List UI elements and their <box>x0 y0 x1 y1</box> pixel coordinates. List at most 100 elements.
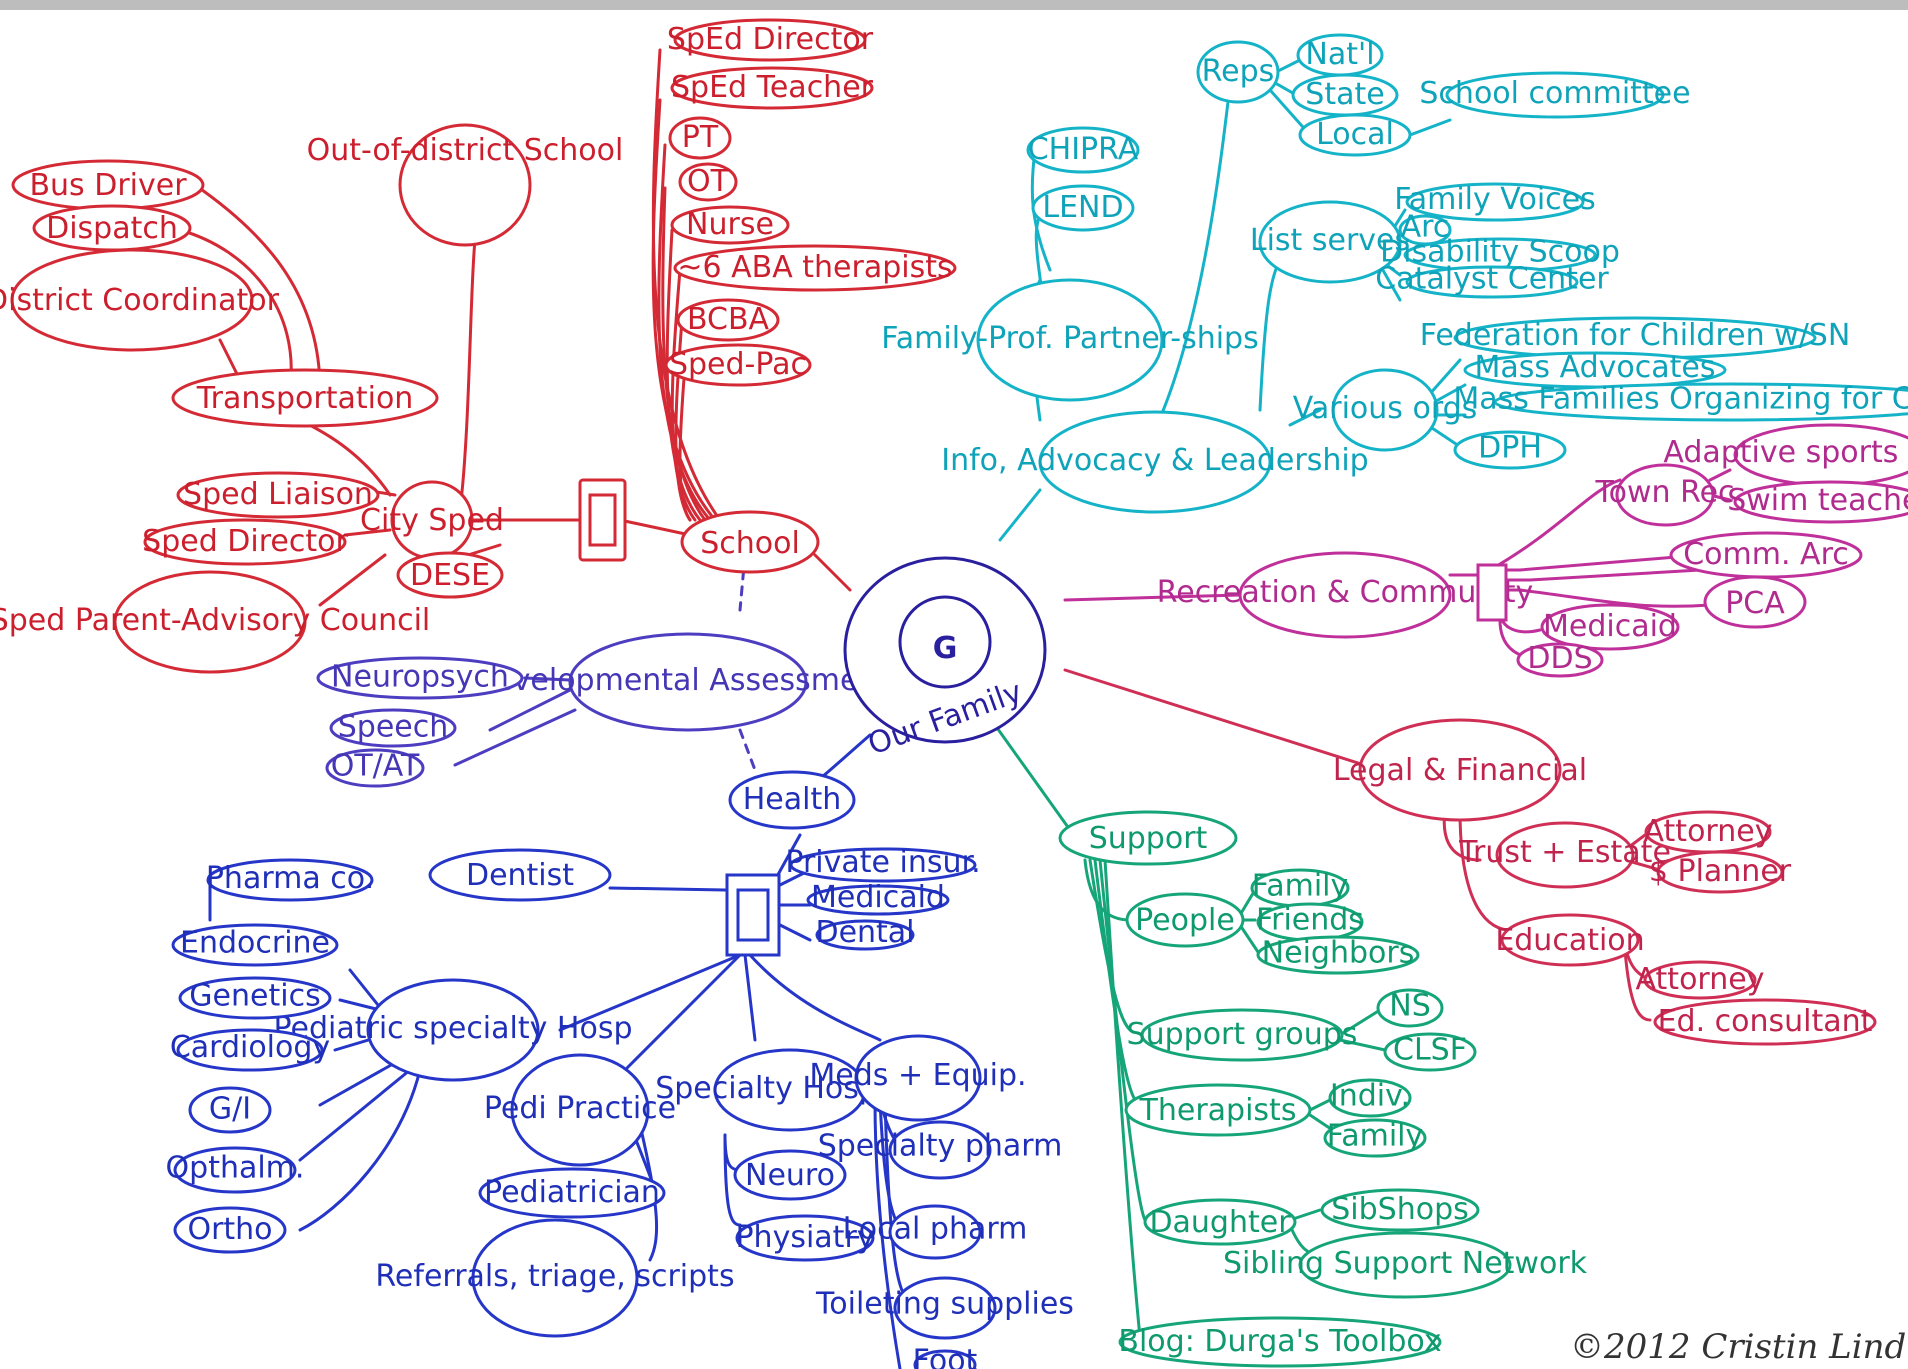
therapist-item-1[interactable] <box>1323 1118 1427 1158</box>
transportation-label: Transportation <box>196 381 414 416</box>
node-trust[interactable] <box>1495 821 1635 889</box>
school-staff-item-6[interactable] <box>676 298 780 342</box>
node-medicaid-rec[interactable] <box>1540 603 1680 651</box>
top-bar <box>0 0 1908 10</box>
list-serve-item-0[interactable] <box>1405 182 1585 222</box>
school-staff-item-label: Sped-Pac <box>669 347 807 382</box>
org-item-label: Federation for Children w/SN <box>1420 318 1851 353</box>
node-pediatrician[interactable] <box>478 1167 666 1219</box>
school-staff-item-label: Nurse <box>686 207 774 242</box>
node-transportation[interactable] <box>171 368 439 428</box>
node-sped-liaison[interactable] <box>176 471 380 519</box>
school-staff-item-5[interactable] <box>673 244 957 292</box>
node-recreation[interactable] <box>1238 551 1452 639</box>
org-item-3[interactable] <box>1453 430 1567 470</box>
insurance-item-label: Medicaid <box>811 880 945 915</box>
reps-label: Reps <box>1202 54 1275 89</box>
therapist-item-0[interactable] <box>1328 1078 1412 1118</box>
node-sibling-network[interactable] <box>1298 1231 1512 1299</box>
school-staff-item-7[interactable] <box>664 343 812 387</box>
assessment-item-1[interactable] <box>329 708 457 748</box>
node-town-rec[interactable] <box>1615 463 1715 527</box>
node-local[interactable] <box>1298 113 1412 157</box>
meds-item-2[interactable] <box>893 1276 997 1340</box>
node-support[interactable] <box>1058 810 1238 866</box>
node-school[interactable] <box>680 510 820 574</box>
node-list-serves[interactable] <box>1258 200 1402 284</box>
node-g <box>898 595 992 689</box>
hospital-item-5[interactable] <box>173 1206 287 1254</box>
node-dds[interactable] <box>1516 642 1604 678</box>
sibling-network-label: Sibling Support Network <box>1223 1246 1588 1281</box>
support-group-item-1[interactable] <box>1383 1032 1477 1072</box>
node-info-advocacy[interactable] <box>1038 410 1272 514</box>
node-sibshops[interactable] <box>1320 1188 1480 1232</box>
node-school-committee[interactable] <box>1445 71 1665 119</box>
node-reps[interactable] <box>1196 40 1280 104</box>
node-dentist[interactable] <box>428 848 612 902</box>
node-attorney-2[interactable] <box>1643 960 1757 1000</box>
assessment-item-label: Neuropsych <box>331 659 509 694</box>
hospital-item-0[interactable] <box>171 923 339 967</box>
insurance-item-0[interactable] <box>789 847 977 883</box>
node-neuro[interactable] <box>733 1149 847 1201</box>
assessment-item-0[interactable] <box>316 656 524 700</box>
trust-label: Trust + Estate <box>1458 835 1671 870</box>
node-education[interactable] <box>1500 913 1640 967</box>
school-staff-item-2[interactable] <box>668 116 732 160</box>
swim-label: Swim teacher <box>1727 483 1908 518</box>
school-building-door <box>588 493 617 547</box>
school-staff-item-4[interactable] <box>670 205 790 245</box>
node-people[interactable] <box>1125 892 1245 948</box>
node-physiatry[interactable] <box>735 1214 875 1262</box>
node-sped-director-city[interactable] <box>143 518 347 566</box>
node-pca[interactable] <box>1703 575 1807 629</box>
hospital-item-1[interactable] <box>178 976 332 1020</box>
health-building-door <box>736 888 770 942</box>
node-swim[interactable] <box>1733 480 1908 524</box>
node-dev-assessments[interactable] <box>568 632 808 732</box>
node-dese[interactable] <box>396 551 504 599</box>
node-district-coordinator[interactable] <box>10 248 254 352</box>
meds-item-0[interactable] <box>888 1120 992 1180</box>
node-referrals[interactable] <box>471 1218 639 1338</box>
meds-item-1[interactable] <box>888 1204 982 1260</box>
neuro-label: Neuro <box>745 1158 835 1193</box>
node-legal[interactable] <box>1358 718 1562 822</box>
node-out-of-district[interactable] <box>398 123 532 247</box>
hospital-item-4[interactable] <box>173 1146 297 1194</box>
hospital-item-2[interactable] <box>176 1028 324 1072</box>
node-therapists[interactable] <box>1124 1083 1312 1137</box>
node-blog[interactable] <box>1118 1316 1442 1368</box>
support-group-item-0[interactable] <box>1376 988 1444 1028</box>
school-staff-item-1[interactable] <box>670 66 874 110</box>
node-health[interactable] <box>728 770 856 830</box>
school-staff-item-0[interactable] <box>673 18 867 62</box>
node-family-prof[interactable] <box>976 278 1164 402</box>
school-staff-item-3[interactable] <box>678 162 738 202</box>
node-daughter[interactable] <box>1143 1198 1297 1246</box>
node-sped-parent-council[interactable] <box>113 570 307 674</box>
list-serve-item-3[interactable] <box>1405 265 1579 299</box>
assessment-item-2[interactable] <box>325 748 425 788</box>
hospital-item-label: Opthalm. <box>166 1151 305 1186</box>
node-chipra[interactable] <box>1026 126 1140 174</box>
org-item-2[interactable] <box>1493 382 1908 422</box>
node-pharma[interactable] <box>206 858 374 902</box>
node-pedi-practice[interactable] <box>510 1053 650 1167</box>
meds-item-3[interactable] <box>913 1349 977 1369</box>
people-item-2[interactable] <box>1256 935 1420 975</box>
node-lend[interactable] <box>1031 184 1135 232</box>
insurance-item-2[interactable] <box>815 919 915 951</box>
node-support-groups[interactable] <box>1140 1008 1344 1062</box>
daughter-label: Daughter <box>1149 1205 1291 1240</box>
node-pediatric-hosp[interactable] <box>366 978 540 1082</box>
insurance-item-1[interactable] <box>806 884 950 916</box>
node-meds[interactable] <box>854 1034 982 1122</box>
node-ed-consultant[interactable] <box>1653 998 1877 1046</box>
node-various-orgs[interactable] <box>1331 368 1439 452</box>
hospital-item-3[interactable] <box>188 1086 272 1134</box>
node-planner[interactable] <box>1656 850 1784 894</box>
out-of-district-label: Out-of-district School <box>307 133 624 168</box>
